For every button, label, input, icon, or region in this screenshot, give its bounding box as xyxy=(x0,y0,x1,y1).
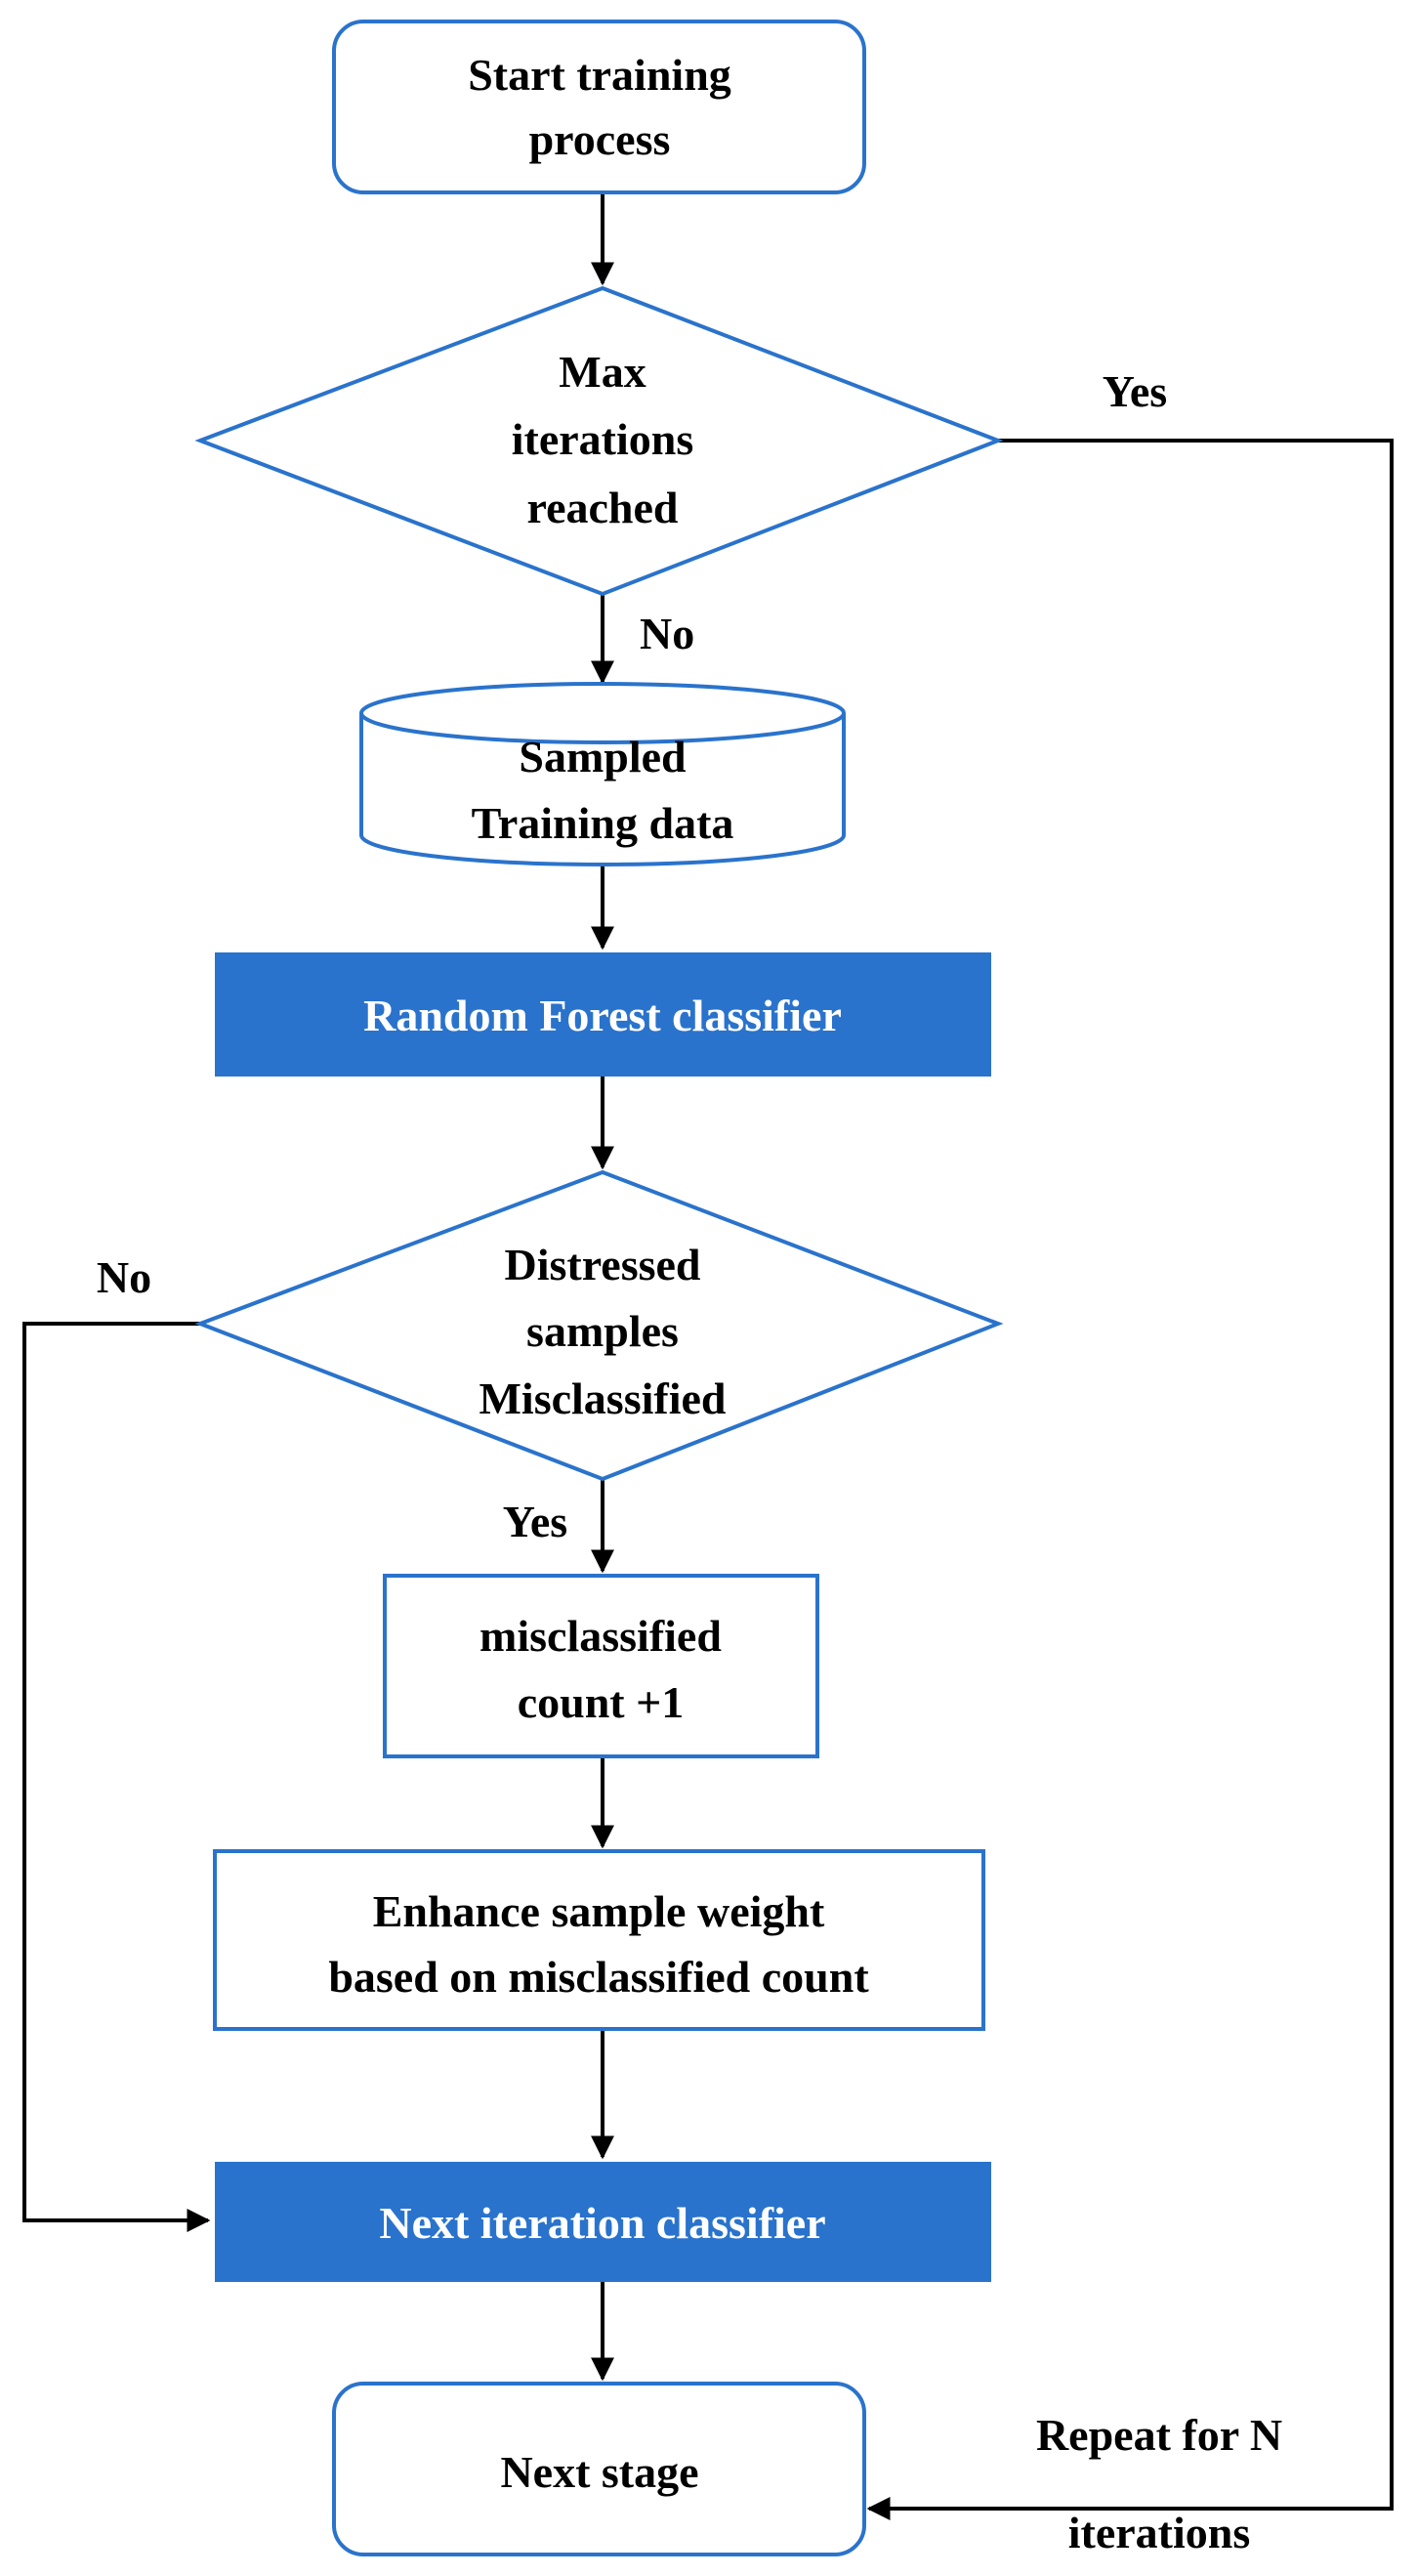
sampled-data-line2: Training data xyxy=(472,798,734,848)
edge-label-max-yes: Yes xyxy=(1103,366,1167,416)
random-forest-node: Random Forest classifier xyxy=(215,952,991,1077)
next-iteration-node: Next iteration classifier xyxy=(215,2162,991,2282)
next-iteration-label: Next iteration classifier xyxy=(379,2198,825,2248)
connectors xyxy=(22,192,1394,2520)
distressed-decision: Distressed samples Misclassified xyxy=(194,1169,1004,1482)
enhance-line1: Enhance sample weight xyxy=(373,1886,825,1936)
distressed-line2: samples xyxy=(526,1306,679,1356)
max-iterations-line3: reached xyxy=(526,483,678,532)
max-iterations-line2: iterations xyxy=(512,414,694,464)
max-iterations-decision: Max iterations reached xyxy=(194,285,1004,597)
distressed-line3: Misclassified xyxy=(479,1373,727,1423)
start-node-line2: process xyxy=(529,114,671,164)
edge-label-distressed-no: No xyxy=(97,1252,151,1302)
arrow-distressed-no-loop xyxy=(22,1322,211,2232)
enhance-node: Enhance sample weight based on misclassi… xyxy=(213,1849,985,2031)
distressed-line1: Distressed xyxy=(504,1240,700,1289)
edge-label-max-no: No xyxy=(640,609,694,658)
random-forest-box xyxy=(215,952,991,1077)
next-iteration-box xyxy=(215,2162,991,2282)
start-node-line1: Start training xyxy=(468,50,731,100)
enhance-line2: based on misclassified count xyxy=(328,1952,869,2002)
count-node: misclassified count +1 xyxy=(383,1574,819,1758)
max-iterations-line1: Max xyxy=(559,347,646,397)
count-line2: count +1 xyxy=(518,1677,685,1727)
edge-label-repeat-line2: iterations xyxy=(1068,2508,1251,2557)
edge-label-repeat-line1: Repeat for N xyxy=(1036,2410,1282,2460)
edge-label-distressed-yes: Yes xyxy=(503,1497,567,1546)
start-node: Start training process xyxy=(332,20,866,194)
next-stage-node: Next stage xyxy=(332,2382,866,2556)
count-line1: misclassified xyxy=(479,1611,722,1661)
arrow-max-yes-loop xyxy=(866,439,1394,2520)
random-forest-label: Random Forest classifier xyxy=(363,991,842,1040)
next-stage-label: Next stage xyxy=(500,2447,698,2497)
sampled-data-line1: Sampled xyxy=(519,732,687,781)
sampled-data-store: Sampled Training data xyxy=(359,682,846,866)
